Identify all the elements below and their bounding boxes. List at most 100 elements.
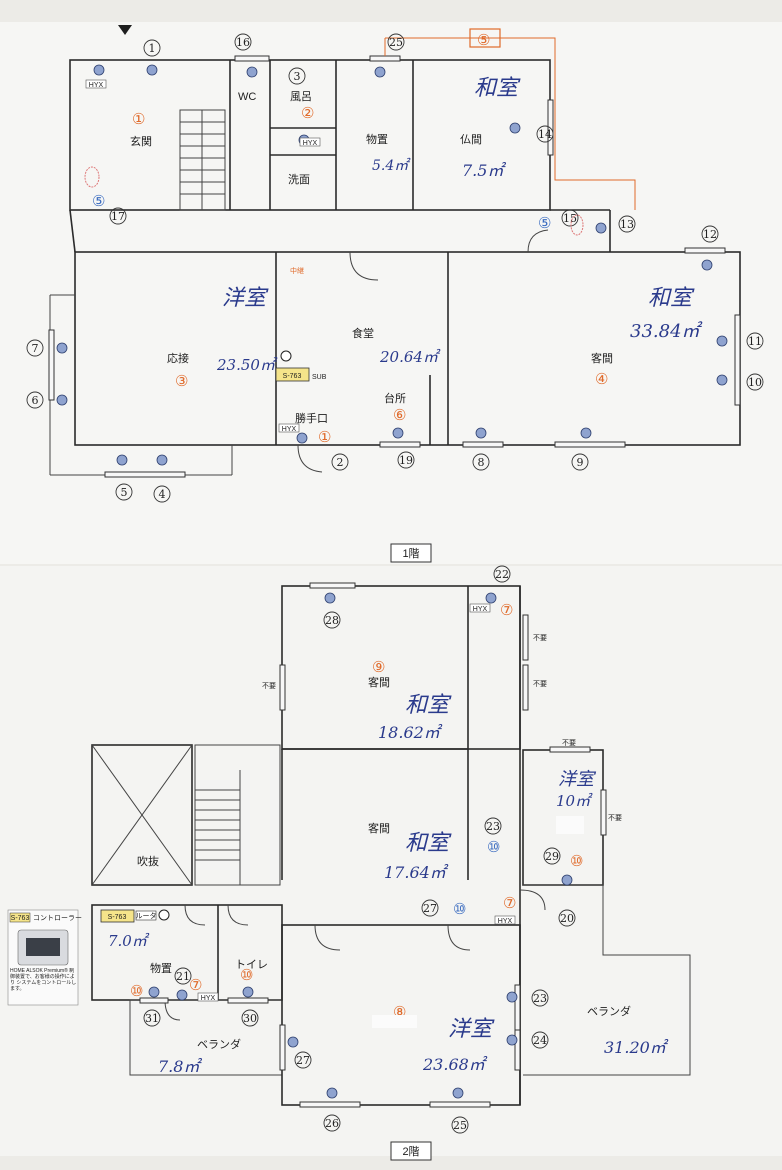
unneeded-note: 不要 <box>533 634 547 642</box>
circled-number: 6 <box>32 394 39 407</box>
room-label: 応接 <box>167 351 189 365</box>
hyx-tags: HYX HYX HYX HYX HYX HYX <box>85 79 516 1002</box>
circled-number: 2 <box>337 456 344 469</box>
handwritten-text: 和室 <box>405 831 452 856</box>
zone-marker: ② <box>301 105 314 122</box>
circled-number: 8 <box>478 456 485 469</box>
circled-number: 5 <box>121 486 128 499</box>
circled-number: 20 <box>560 912 574 925</box>
zone-marker: ⑩ <box>453 901 466 918</box>
zone-marker: ⑩ <box>570 853 583 870</box>
circled-number: 21 <box>176 970 190 983</box>
hyx-tag: HYX <box>498 918 513 925</box>
hyx-tag: HYX <box>282 426 297 433</box>
handwritten-text: 和室 <box>405 693 452 718</box>
controller-label: S-763 <box>11 915 30 922</box>
room-label: 勝手口 <box>295 411 328 425</box>
room-label: ベランダ <box>587 1004 631 1018</box>
circled-number: 19 <box>399 454 413 467</box>
room-label: WC <box>238 91 256 103</box>
sub-tag: SUB <box>312 374 327 381</box>
room-label: 客間 <box>591 351 613 365</box>
circled-number: 25 <box>453 1119 467 1132</box>
circled-number: 16 <box>236 36 250 49</box>
router-tag: ルータ <box>136 911 157 920</box>
circled-number: 15 <box>563 212 577 225</box>
circled-number: 10 <box>748 376 762 389</box>
circled-number: 28 <box>325 614 339 627</box>
zone-marker: ① <box>132 111 145 128</box>
circled-number: 14 <box>538 128 552 141</box>
room-label: 客間 <box>368 821 390 835</box>
zone-marker: ⑦ <box>503 895 516 912</box>
handwritten-text: 10㎡ <box>556 792 593 810</box>
unneeded-note: 不要 <box>533 680 547 688</box>
zone-marker: ⑩ <box>130 983 143 1000</box>
unneeded-note: 不要 <box>562 739 576 747</box>
s763-tag: S-763 <box>283 373 302 380</box>
zone-marker: ⑦ <box>500 602 513 619</box>
handwritten-text: 7.5㎡ <box>462 161 506 180</box>
orange-zone-markers: ① ② ③ ④ ⑤ ⑥ ① ⑦ ⑨ ⑩ ⑦ ⑩ ⑩ ⑧ ⑦ <box>130 32 608 1021</box>
circled-number: 22 <box>495 568 509 581</box>
zone-marker: ⑥ <box>393 407 406 424</box>
room-label: 中継 <box>290 266 304 275</box>
zone-marker: ① <box>318 429 331 446</box>
handwritten-text: 5.4㎡ <box>372 157 411 174</box>
circled-number: 17 <box>111 210 125 223</box>
zone-marker: ⑩ <box>487 839 500 856</box>
circled-number: 12 <box>703 228 717 241</box>
floor2-walls <box>91 582 691 1108</box>
circled-number: 11 <box>748 335 762 348</box>
zone-marker: ⑤ <box>477 32 490 49</box>
floor1-walls <box>48 25 741 478</box>
room-label: 台所 <box>384 391 406 405</box>
circled-number: 7 <box>32 342 39 355</box>
circled-number: 25 <box>389 36 403 49</box>
room-label: 洗面 <box>288 173 310 186</box>
s763-tag: S-763 <box>108 914 127 921</box>
handwritten-text: 7.8㎡ <box>158 1057 202 1076</box>
handwritten-text: 17.64㎡ <box>384 863 449 882</box>
circled-number: 29 <box>545 850 559 863</box>
circled-number: 9 <box>577 456 584 469</box>
floor1-caption: 1階 <box>402 546 419 560</box>
zone-marker: ⑤ <box>538 215 551 232</box>
zone-marker: ③ <box>175 373 188 390</box>
hyx-tag: HYX <box>201 995 216 1002</box>
handwritten-text: 31.20㎡ <box>604 1038 669 1057</box>
handwritten-text: 20.64㎡ <box>379 348 441 366</box>
controller-card: S-763 コントローラー HOME ALSOK Premium® 制御装置で、… <box>7 909 82 1006</box>
room-label: 風呂 <box>290 91 312 103</box>
floor2-caption: 2階 <box>402 1144 419 1158</box>
circled-number: 30 <box>243 1012 257 1025</box>
number-circles <box>26 33 764 1134</box>
room-label: 吹抜 <box>137 854 159 868</box>
zone-marker: ⑤ <box>92 193 105 210</box>
zone-marker: ⑩ <box>240 967 253 984</box>
zone-marker: ⑦ <box>189 977 202 994</box>
circled-number: 3 <box>294 70 301 83</box>
handwritten-text: 洋室 <box>448 1017 495 1042</box>
handwritten-text: 7.0㎡ <box>108 932 150 950</box>
room-label: 玄関 <box>130 134 152 148</box>
circled-number: 4 <box>159 488 166 501</box>
unneeded-notes: 不要 不要 不要 不要 不要 <box>262 634 622 822</box>
circled-number: 31 <box>145 1012 159 1025</box>
handwritten-text: 23.68㎡ <box>422 1055 488 1074</box>
room-label: トイレ <box>235 959 268 971</box>
room-label: 仏間 <box>460 133 482 146</box>
circled-number: 26 <box>325 1117 339 1130</box>
handwritten-text: 33.84㎡ <box>630 321 704 342</box>
zone-marker: ④ <box>595 371 608 388</box>
circled-number: 13 <box>620 218 634 231</box>
controller-title: コントローラー <box>33 914 82 922</box>
zone-marker: ⑨ <box>372 659 385 676</box>
circled-number: 23 <box>533 992 547 1005</box>
circled-number: 27 <box>296 1054 310 1067</box>
handwritten-text: 和室 <box>474 76 521 101</box>
controller-desc: HOME ALSOK Premium® 制御装置で、お客様の操作により システム… <box>10 968 77 992</box>
hyx-tag: HYX <box>473 606 488 613</box>
circled-number: 23 <box>486 820 500 833</box>
